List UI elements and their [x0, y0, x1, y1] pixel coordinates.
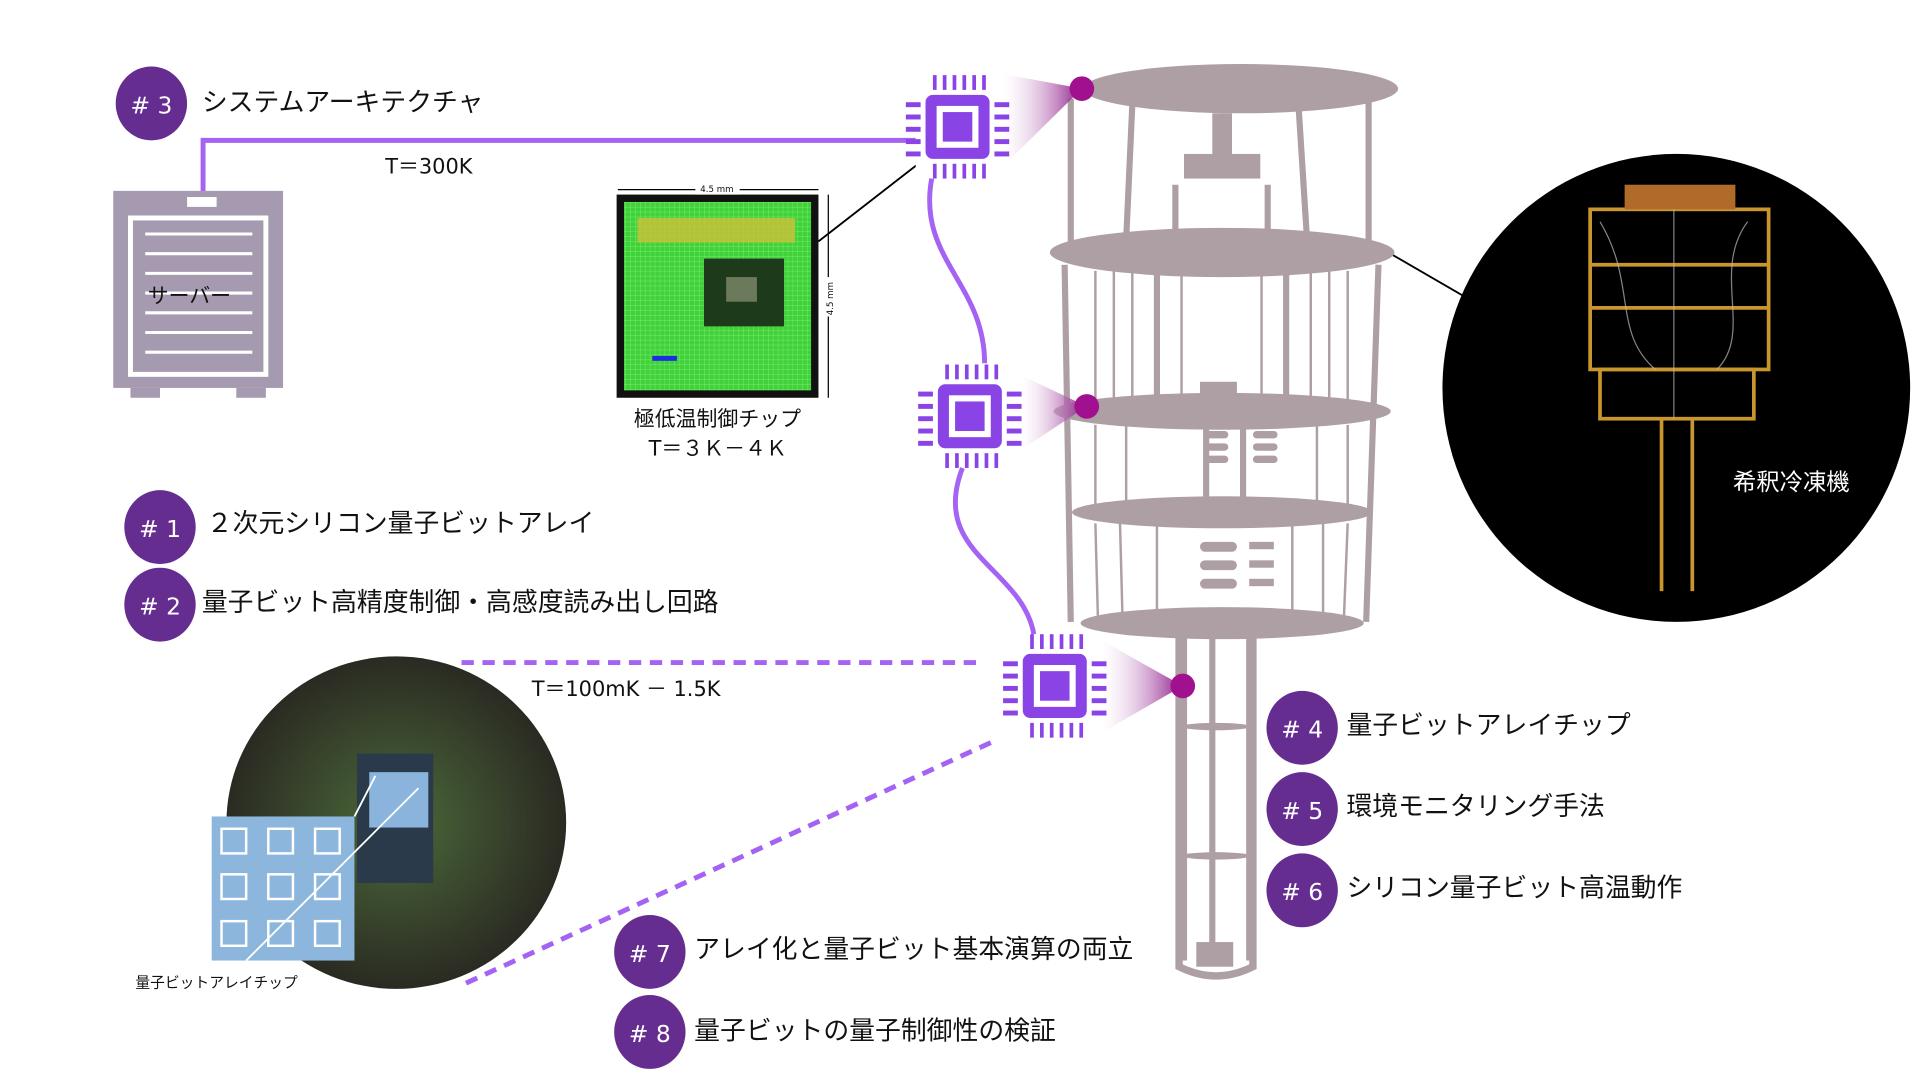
svg-text:量子ビットアレイチップ: 量子ビットアレイチップ — [1346, 711, 1630, 741]
pointer-line-control-chip — [817, 159, 924, 243]
svg-text:# 5: # 5 — [1281, 797, 1323, 825]
svg-text:量子ビット高精度制御・高感度読み出し回路: 量子ビット高精度制御・高感度読み出し回路 — [202, 588, 719, 618]
temperature-100mk: T＝100mK － 1.5K — [531, 677, 722, 701]
stage-marker-4k — [1074, 394, 1100, 419]
temperature-300k: T＝300K — [384, 155, 474, 179]
badge-item: # 4 量子ビットアレイチップ — [1266, 690, 1631, 765]
stage-marker-100mk — [1170, 673, 1196, 699]
svg-text:アレイ化と量子ビット基本演算の両立: アレイ化と量子ビット基本演算の両立 — [694, 935, 1133, 965]
svg-text:# 2: # 2 — [139, 592, 181, 620]
server-icon — [113, 190, 284, 398]
pointer-line-fridge-photo — [1387, 251, 1468, 299]
svg-text:２次元シリコン量子ビットアレイ: ２次元シリコン量子ビットアレイ — [207, 509, 595, 539]
focus-cone-4k — [1021, 375, 1087, 450]
qubit-array-chip-photo — [211, 656, 567, 989]
svg-text:システムアーキテクチャ: システムアーキテクチャ — [202, 88, 484, 118]
dilution-refrigerator-photo — [1442, 153, 1911, 622]
processor-chip-icon — [918, 364, 1022, 468]
badge-item: # 2 量子ビット高精度制御・高感度読み出し回路 — [124, 567, 719, 642]
svg-text:# 8: # 8 — [629, 1020, 671, 1048]
svg-text:# 3: # 3 — [130, 91, 172, 119]
processor-chip-icon — [905, 75, 1010, 179]
focus-cone-300k — [1003, 73, 1082, 167]
focus-cone-100mk — [1101, 640, 1183, 733]
badge-item: # 8 量子ビットの量子制御性の検証 — [614, 995, 1056, 1069]
wire-server-to-chip — [200, 137, 917, 198]
fridge-photo-caption: 希釈冷凍機 — [1733, 468, 1850, 496]
control-chip-caption: 極低温制御チップ — [634, 407, 801, 431]
wire-chip1-to-chip2 — [927, 178, 988, 364]
svg-text:# 1: # 1 — [139, 515, 181, 543]
chip-height-label: 4.5 mm — [826, 282, 836, 315]
svg-text:量子ビットの量子制御性の検証: 量子ビットの量子制御性の検証 — [694, 1016, 1056, 1046]
badge-item: # 6 シリコン量子ビット高温動作 — [1266, 853, 1682, 928]
badge-item: # 5 環境モニタリング手法 — [1266, 772, 1605, 847]
wire-chip2-to-chip3 — [953, 467, 1037, 635]
server-label: サーバー — [148, 284, 231, 308]
qubit-photo-caption: 量子ビットアレイチップ — [135, 975, 298, 992]
cryo-control-chip-image — [616, 189, 829, 398]
svg-text:環境モニタリング手法: 環境モニタリング手法 — [1346, 792, 1604, 822]
badge-item: # 7 アレイ化と量子ビット基本演算の両立 — [614, 914, 1133, 989]
chip-width-label: 4.5 mm — [700, 185, 733, 195]
svg-text:# 7: # 7 — [629, 940, 671, 968]
dilution-refrigerator-illustration — [1049, 64, 1399, 980]
svg-text:# 4: # 4 — [1281, 716, 1323, 744]
dashed-wire-diagonal — [460, 740, 992, 988]
stage-marker-300k — [1069, 76, 1095, 101]
processor-chip-icon — [1003, 634, 1107, 738]
svg-text:# 6: # 6 — [1281, 878, 1323, 906]
temperature-4k: T＝３Ｋ－４Ｋ — [648, 437, 787, 461]
badge-item: # 3 システムアーキテクチャ — [115, 66, 484, 141]
svg-text:シリコン量子ビット高温動作: シリコン量子ビット高温動作 — [1346, 874, 1682, 904]
badge-item: # 1 ２次元シリコン量子ビットアレイ — [124, 490, 595, 565]
